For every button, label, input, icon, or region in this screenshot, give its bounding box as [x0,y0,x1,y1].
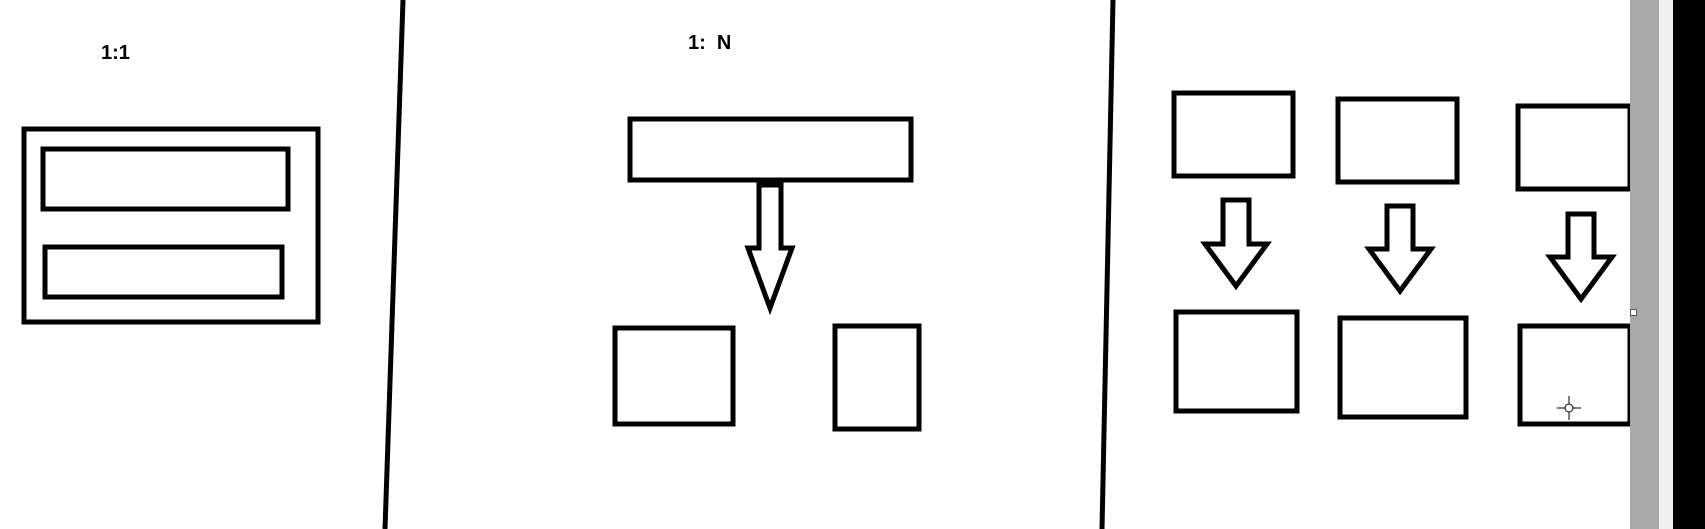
one-to-n-arrow [744,182,796,316]
one-to-one-inner-box-bottom [42,244,285,300]
vertical-scrollbar[interactable] [1630,0,1659,529]
mapping-arrow-1 [1200,197,1272,291]
one-to-n-child-box-right [832,323,922,432]
mapping-arrow-3 [1545,211,1617,304]
one-to-one-label: 1:1 [101,42,130,64]
scrollbar-edge [1659,0,1673,529]
mapping-bottom-box-1 [1173,309,1300,414]
mapping-top-box-3 [1515,103,1633,192]
divider-line-left [382,0,406,529]
window-border [1673,0,1705,529]
one-to-n-parent-box [627,116,914,183]
divider-line-right [1099,0,1116,529]
one-to-n-child-box-left [612,325,736,427]
resize-handle[interactable] [1630,309,1637,316]
mapping-arrow-2 [1364,203,1436,296]
mapping-top-box-1 [1171,90,1296,179]
mapping-bottom-box-3 [1517,323,1633,427]
mapping-top-box-2 [1335,96,1460,185]
crosshair-cursor-icon [1557,396,1581,420]
one-to-one-outer-box [21,126,321,325]
mapping-bottom-box-2 [1337,315,1469,420]
one-to-n-label: 1: N [688,32,732,54]
one-to-one-inner-box-top [40,146,291,212]
